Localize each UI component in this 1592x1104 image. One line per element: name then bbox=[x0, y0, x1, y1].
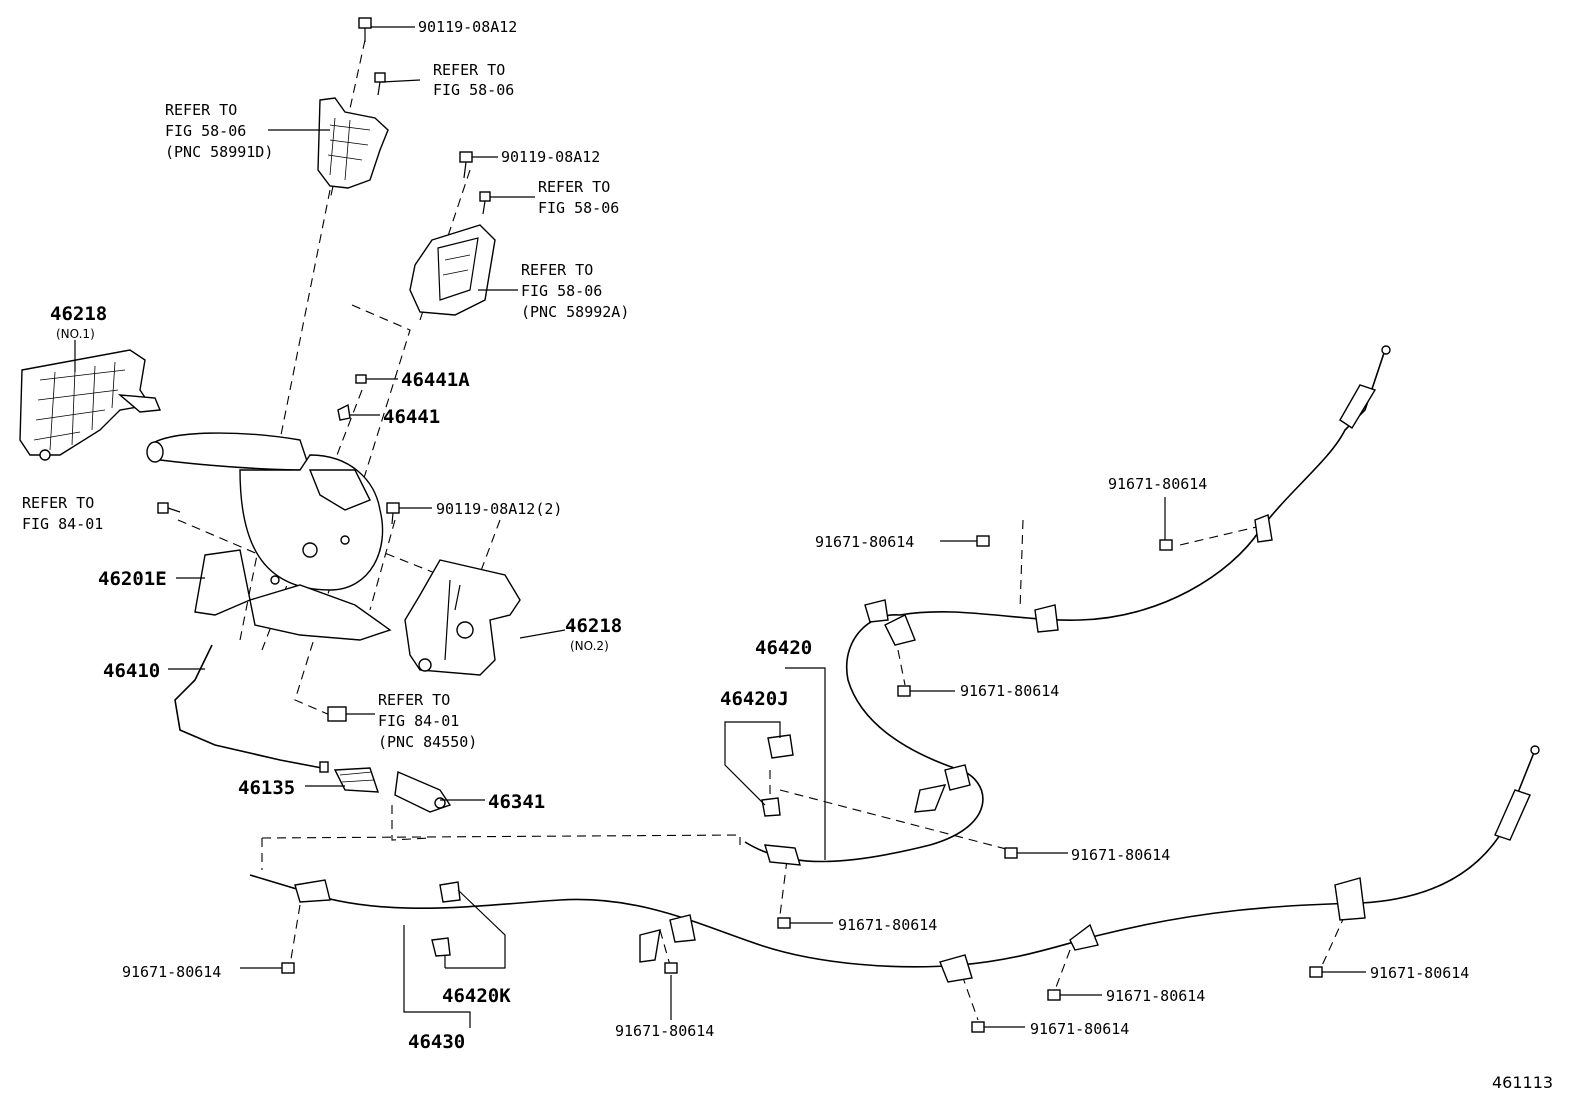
label-refer-top-1: REFER TO bbox=[433, 61, 505, 79]
label-refer-right-1: REFER TO bbox=[521, 261, 593, 279]
part-labels: 90119-08A12 REFER TO FIG 58-06 REFER TO … bbox=[22, 18, 1553, 1092]
label-refer-84-2: FIG 84-01 bbox=[22, 515, 103, 533]
label-91671-e: 91671-80614 bbox=[838, 916, 937, 934]
bolts-91671 bbox=[281, 535, 1323, 1033]
leader-lines bbox=[74, 26, 1366, 1028]
lever-cover-no2 bbox=[404, 559, 521, 676]
label-46441: 46441 bbox=[383, 406, 440, 428]
label-refer-bot-3: (PNC 84550) bbox=[378, 733, 477, 751]
bolt-top bbox=[358, 17, 372, 42]
label-91671-i: 91671-80614 bbox=[1030, 1020, 1129, 1038]
label-refer-mid-2: FIG 58-06 bbox=[538, 199, 619, 217]
bolt-90119-2 bbox=[386, 502, 400, 525]
label-91671-d: 91671-80614 bbox=[1071, 846, 1170, 864]
assembly-guide-lines bbox=[177, 39, 1346, 1021]
label-46420J: 46420J bbox=[720, 688, 789, 710]
label-46430: 46430 bbox=[408, 1031, 465, 1053]
lever-cover-no1 bbox=[19, 349, 162, 461]
clip-46441A bbox=[355, 374, 367, 384]
label-91671-c: 91671-80614 bbox=[960, 682, 1059, 700]
clip-46441 bbox=[337, 403, 351, 421]
switch-84550 bbox=[327, 706, 347, 722]
label-91671-g: 91671-80614 bbox=[615, 1022, 714, 1040]
console-bracket-front bbox=[409, 224, 496, 316]
label-90119-top: 90119-08A12 bbox=[418, 18, 517, 36]
parking-brake-rod bbox=[174, 644, 329, 773]
cable-clamps bbox=[294, 514, 1366, 983]
bolt-top-2 bbox=[374, 72, 386, 96]
label-91671-a: 91671-80614 bbox=[815, 533, 914, 551]
label-refer-right-2: FIG 58-06 bbox=[521, 282, 602, 300]
label-refer-mid-1: REFER TO bbox=[538, 178, 610, 196]
label-90119-2: 90119-08A12(2) bbox=[436, 500, 562, 518]
console-bracket-rear bbox=[317, 97, 389, 189]
label-46410: 46410 bbox=[103, 660, 160, 682]
label-46441A: 46441A bbox=[401, 369, 470, 391]
label-refer-left-2: FIG 58-06 bbox=[165, 122, 246, 140]
label-46420K: 46420K bbox=[442, 985, 511, 1007]
bolt-refer-84 bbox=[157, 502, 181, 514]
label-46218-no2-sub: (NO.2) bbox=[570, 639, 609, 653]
label-refer-bot-1: REFER TO bbox=[378, 691, 450, 709]
label-refer-bot-2: FIG 84-01 bbox=[378, 712, 459, 730]
label-46218-no2: 46218 bbox=[565, 615, 622, 637]
cable-46420 bbox=[744, 345, 1391, 863]
bolt-mid bbox=[459, 151, 473, 179]
label-46420: 46420 bbox=[755, 637, 812, 659]
clip-46420K bbox=[431, 881, 461, 957]
label-46218-no1-sub: (NO.1) bbox=[56, 327, 95, 341]
label-91671-b: 91671-80614 bbox=[1108, 475, 1207, 493]
label-46201E: 46201E bbox=[98, 568, 167, 590]
label-46218-no1: 46218 bbox=[50, 303, 107, 325]
equalizer bbox=[333, 767, 379, 793]
label-90119-mid: 90119-08A12 bbox=[501, 148, 600, 166]
label-refer-left-1: REFER TO bbox=[165, 101, 237, 119]
label-91671-j: 91671-80614 bbox=[1370, 964, 1469, 982]
label-refer-left-3: (PNC 58991D) bbox=[165, 143, 273, 161]
label-refer-top-2: FIG 58-06 bbox=[433, 81, 514, 99]
clip-46420J bbox=[761, 734, 794, 817]
adjuster-46341 bbox=[394, 770, 452, 813]
bolt-mid-2 bbox=[479, 191, 491, 215]
label-91671-h: 91671-80614 bbox=[1106, 987, 1205, 1005]
figure-number: 461113 bbox=[1492, 1073, 1553, 1092]
label-46341: 46341 bbox=[488, 791, 545, 813]
label-refer-right-3: (PNC 58992A) bbox=[521, 303, 629, 321]
label-91671-f: 91671-80614 bbox=[122, 963, 221, 981]
lever-bracket bbox=[194, 549, 280, 616]
parking-brake-lever bbox=[146, 432, 392, 641]
label-46135: 46135 bbox=[238, 777, 295, 799]
label-refer-84-1: REFER TO bbox=[22, 494, 94, 512]
